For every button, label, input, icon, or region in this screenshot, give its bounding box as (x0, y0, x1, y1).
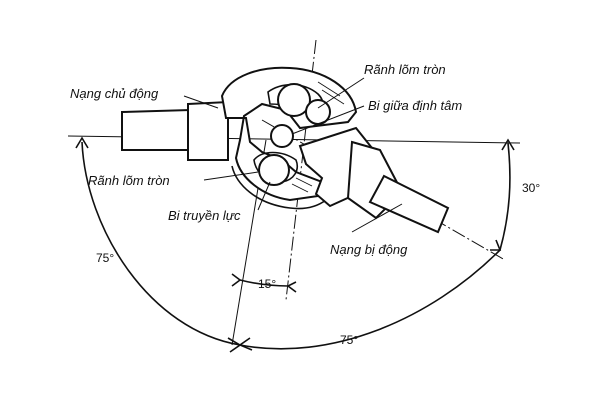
arrow-bottom-left (238, 337, 253, 351)
leader-groove-bottom (203, 171, 259, 181)
drive-shaft (121, 100, 229, 161)
leader-groove-top (317, 77, 365, 109)
drive-ball (258, 154, 290, 186)
label-drive-ball: Bi truyền lực (168, 208, 241, 223)
label-groove-bottom: Rãnh lõm tròn (88, 173, 170, 188)
label-angle-left: 75° (96, 251, 114, 265)
leader-driven-yoke (351, 203, 403, 233)
label-angle-bottom: 75° (340, 333, 358, 347)
label-driven-yoke: Nạng bị động (330, 242, 408, 257)
leader-drive-yoke (183, 95, 219, 109)
leader-center-ball (291, 105, 365, 135)
top-ball (277, 83, 311, 117)
driven-shaft (298, 126, 450, 234)
label-center-ball: Bi giữa định tâm (368, 98, 462, 113)
leader-drive-ball (257, 181, 271, 211)
arrow-left-top (75, 136, 89, 149)
offset-arc (239, 279, 289, 287)
center-ball (270, 124, 294, 148)
label-angle-tilt: 30° (522, 181, 540, 195)
label-drive-yoke: Nạng chủ động (70, 86, 159, 101)
arrow-tilt-top (501, 138, 515, 151)
arrow-offset-right (286, 281, 297, 293)
arrow-bottom-right (490, 239, 502, 251)
label-angle-offset: 15° (258, 277, 276, 291)
tilt-arc (499, 142, 511, 251)
label-groove-top: Rãnh lõm tròn (364, 62, 446, 77)
arrow-offset-left (231, 273, 242, 287)
